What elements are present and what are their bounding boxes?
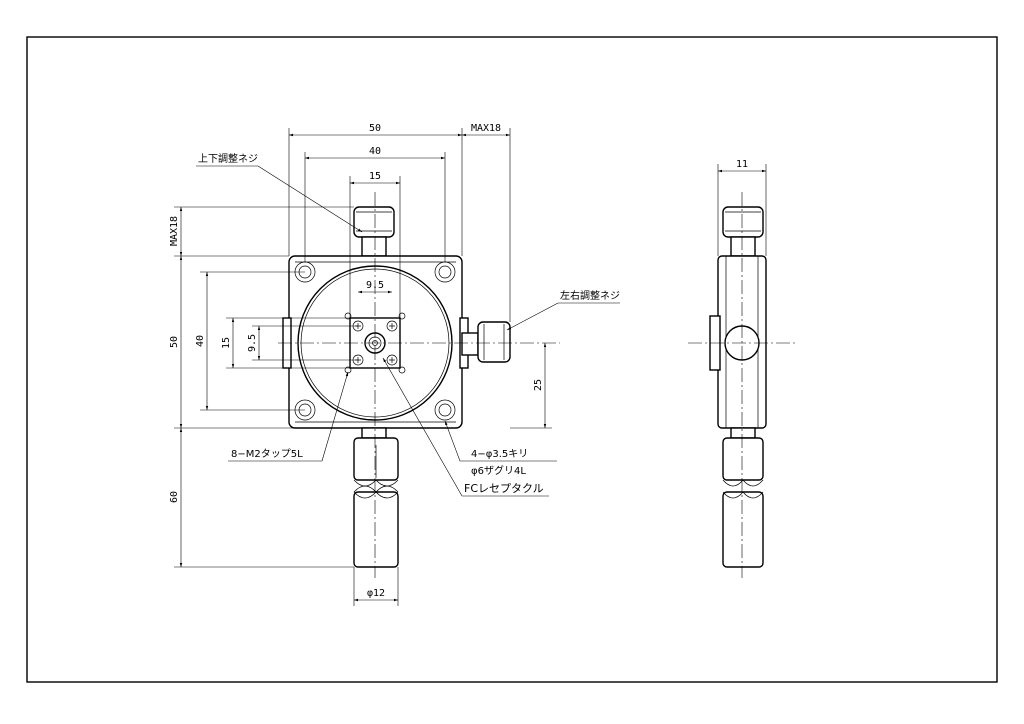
dim-50-width: 50: [369, 123, 381, 134]
front-view: [278, 192, 560, 578]
drawing-border: [26, 36, 998, 683]
callout-leaders: [196, 165, 620, 497]
front-dimensions: [174, 128, 552, 606]
label-tap-holes: 8−M2タップ5L: [231, 448, 303, 460]
dim-9-5-horizontal: 9.5: [366, 280, 384, 291]
bottom-handle: [353, 427, 399, 568]
dim-11-side: 11: [736, 159, 748, 170]
dim-15-width: 15: [369, 171, 381, 182]
dim-40-height: 40: [195, 335, 206, 347]
label-fc-receptacle: FCレセプタクル: [464, 482, 544, 495]
dim-50-height: 50: [169, 336, 180, 348]
dim-max18-right: MAX18: [471, 123, 501, 134]
dim-15-height: 15: [221, 337, 232, 349]
side-view: [688, 164, 796, 578]
label-vertical-adjust-screw: 上下調整ネジ: [198, 152, 258, 165]
dim-25-height: 25: [533, 379, 544, 391]
dim-max18-top: MAX18: [169, 216, 180, 246]
dim-40-width: 40: [369, 146, 381, 157]
label-thru-holes-line2: φ6ザグリ4L: [471, 464, 526, 477]
right-adjust-knob: [461, 321, 511, 363]
dim-9-5-vertical: 9.5: [247, 334, 258, 352]
top-adjust-knob: [353, 206, 395, 257]
label-thru-holes-line1: 4−φ3.5キリ: [471, 449, 528, 460]
label-horizontal-adjust-screw: 左右調整ネジ: [560, 289, 620, 302]
dim-60-height: 60: [169, 491, 180, 503]
dim-phi12: φ12: [367, 588, 385, 599]
